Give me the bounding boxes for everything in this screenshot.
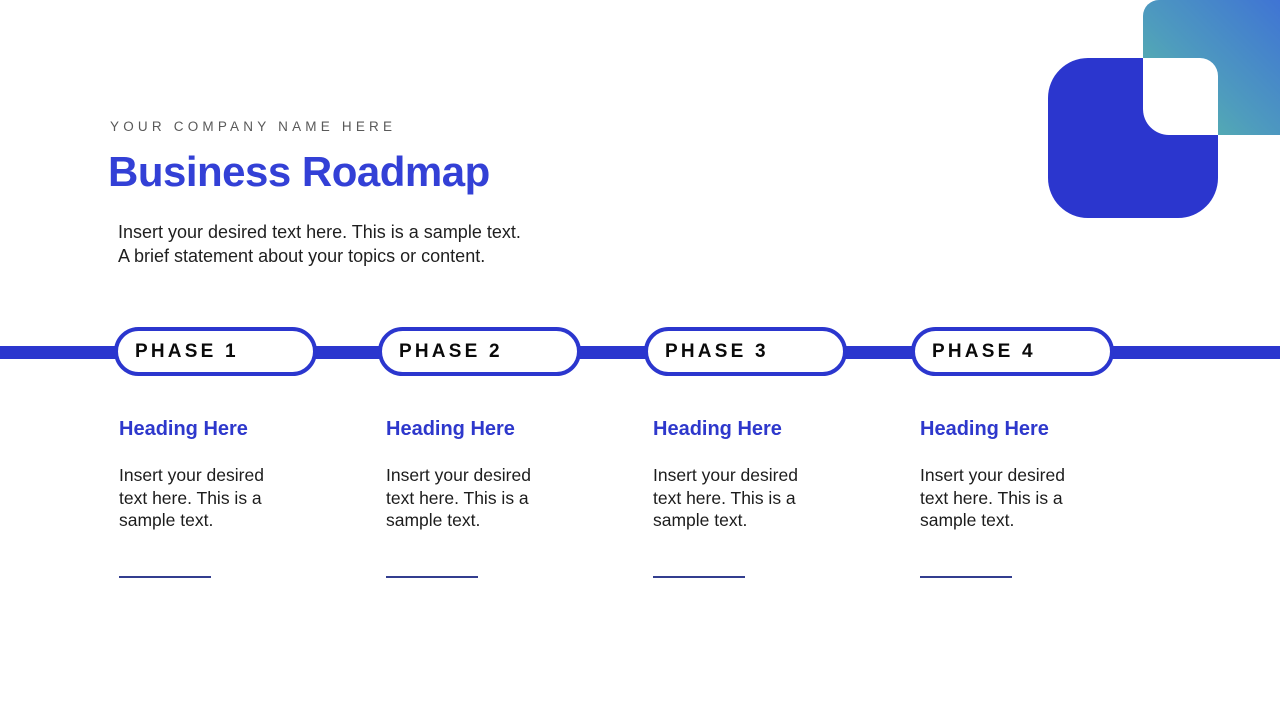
phase-3-underline	[653, 576, 745, 578]
phase-1-body-text: Insert your desired text here. This is a…	[119, 465, 264, 531]
phase-2-label: PHASE 2	[399, 340, 503, 362]
phase-2-heading: Heading Here	[386, 418, 515, 440]
phase-1-pill: PHASE 1	[114, 327, 317, 376]
subtitle-line-1: Insert your desired text here. This is a…	[118, 222, 521, 242]
phase-1-underline	[119, 576, 211, 578]
subtitle-line-2: A brief statement about your topics or c…	[118, 245, 486, 266]
phase-2-body-text: Insert your desired text here. This is a…	[386, 465, 531, 531]
phase-4-underline	[920, 576, 1012, 578]
phase-3-label: PHASE 3	[665, 340, 769, 362]
phase-1-heading: Heading Here	[119, 418, 248, 440]
phase-3-heading: Heading Here	[653, 418, 782, 440]
phase-2-column: Heading Here Insert your desired text he…	[386, 418, 558, 588]
phase-4-column: Heading Here Insert your desired text he…	[920, 418, 1092, 588]
phase-3-pill: PHASE 3	[644, 327, 847, 376]
white-notch-overlap	[1143, 58, 1218, 135]
company-name-eyebrow: YOUR COMPANY NAME HERE	[110, 119, 397, 134]
phase-2-underline	[386, 576, 478, 578]
phase-2-pill: PHASE 2	[378, 327, 581, 376]
phase-1-label: PHASE 1	[135, 340, 239, 362]
phase-4-pill: PHASE 4	[911, 327, 1114, 376]
phase-4-heading: Heading Here	[920, 418, 1049, 440]
phase-3-body-text: Insert your desired text here. This is a…	[653, 465, 798, 531]
slide-title: Business Roadmap	[108, 148, 490, 195]
phase-1-column: Heading Here Insert your desired text he…	[119, 418, 291, 588]
phase-4-body-text: Insert your desired text here. This is a…	[920, 465, 1065, 531]
slide-subtitle: Insert your desired text here. This is a…	[118, 221, 521, 268]
phase-3-column: Heading Here Insert your desired text he…	[653, 418, 825, 588]
phase-4-label: PHASE 4	[932, 340, 1036, 362]
